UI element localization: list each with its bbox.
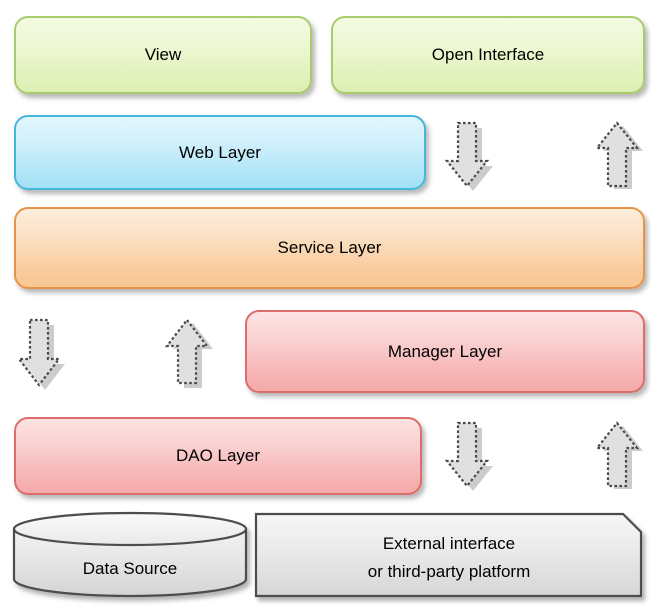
arrow-up-service-to-open-interface — [592, 119, 644, 191]
arrow-down-web-to-service — [442, 119, 494, 191]
data-source-label: Data Source — [82, 559, 178, 578]
external-interface-box[interactable]: External interface or third-party platfo… — [253, 511, 645, 599]
layer-box-manager[interactable]: Manager Layer — [245, 310, 645, 393]
data-source-cylinder[interactable]: Data Source — [10, 511, 250, 599]
layer-box-web[interactable]: Web Layer — [14, 115, 426, 190]
arrow-down-service-to-dao — [14, 316, 66, 390]
external-interface-line-1: External interface — [382, 534, 516, 553]
layer-box-service[interactable]: Service Layer — [14, 207, 645, 289]
layer-box-open-interface[interactable]: Open Interface — [331, 16, 645, 94]
external-interface-line-2: or third-party platform — [367, 562, 531, 581]
arrow-down-dao-to-data-source — [442, 419, 494, 491]
arrow-up-external-to-manager — [592, 419, 644, 491]
arrow-up-dao-to-service — [162, 316, 214, 390]
layer-box-dao[interactable]: DAO Layer — [14, 417, 422, 495]
layer-box-view[interactable]: View — [14, 16, 312, 94]
